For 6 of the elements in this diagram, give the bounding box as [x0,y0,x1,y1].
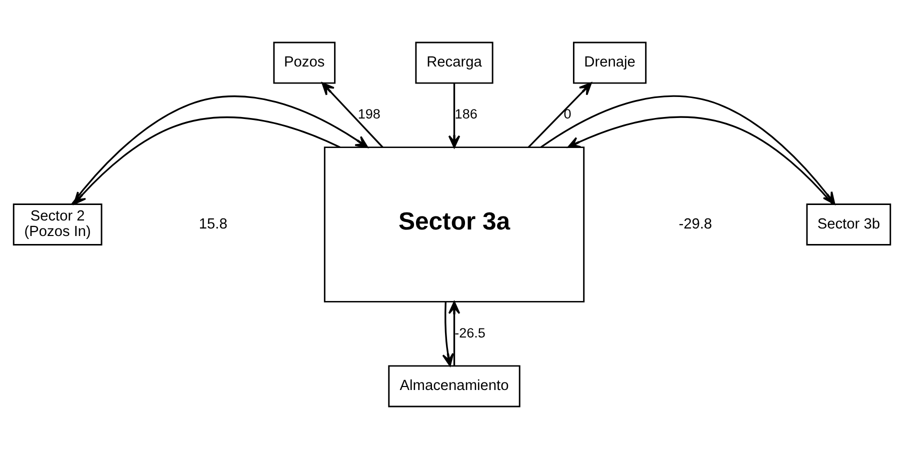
edge-label: 198 [358,106,380,122]
label: -29.8 [678,216,712,232]
edge-label: 186 [454,106,478,122]
edge-label: 0 [564,106,572,122]
edge-label: -26.5 [454,325,486,340]
label: 15.8 [198,216,228,232]
